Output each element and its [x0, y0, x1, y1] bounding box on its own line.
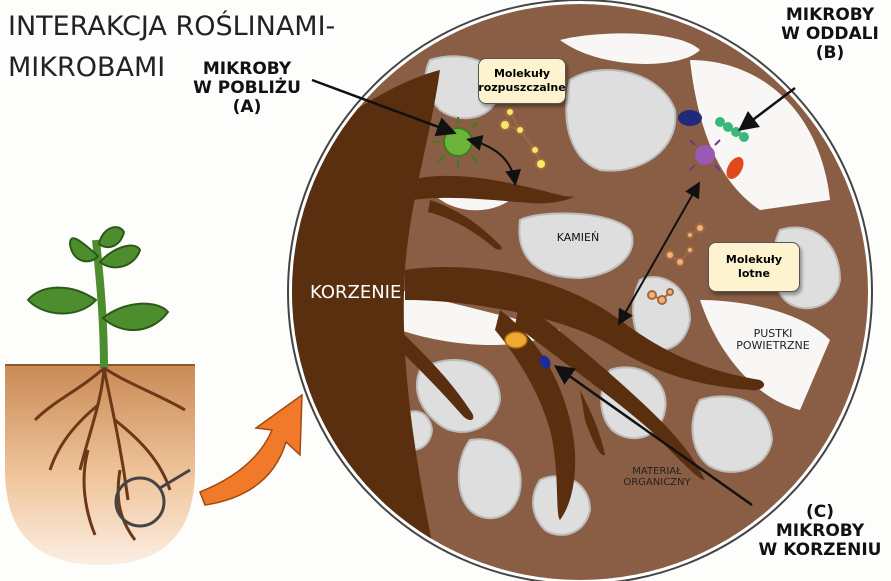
pointer-arrow-a — [311, 78, 457, 137]
big-arrow-icon — [199, 393, 303, 506]
label-organic-matter: MATERIAŁ ORGANICZNY — [623, 466, 691, 489]
diagram-title: INTERAKCJA ROŚLINAMI- MIKROBAMI — [8, 11, 336, 83]
exchange-arrow-near — [466, 135, 522, 186]
label-microbes-in-root: (C) MIKROBY W KORZENIU — [758, 502, 882, 561]
bacteria-inside-root — [504, 331, 551, 369]
label-stone: KAMIEŃ — [556, 231, 600, 244]
label-air-pockets: PUSTKI POWIETRZNE — [736, 327, 810, 353]
label-microbes-far: MIKROBY W ODDALI (B) — [781, 5, 879, 64]
plant-icon — [5, 226, 195, 565]
pointer-arrow-b — [738, 87, 796, 132]
magnifier-icon — [114, 468, 191, 528]
label-microbes-near: MIKROBY W POBLIŻU (A) — [193, 59, 301, 118]
pointer-arrow-c — [553, 365, 753, 507]
exchange-arrow-far — [618, 181, 700, 326]
bacteria-far-cluster — [678, 110, 749, 179]
label-roots: KORZENIE — [310, 282, 402, 303]
